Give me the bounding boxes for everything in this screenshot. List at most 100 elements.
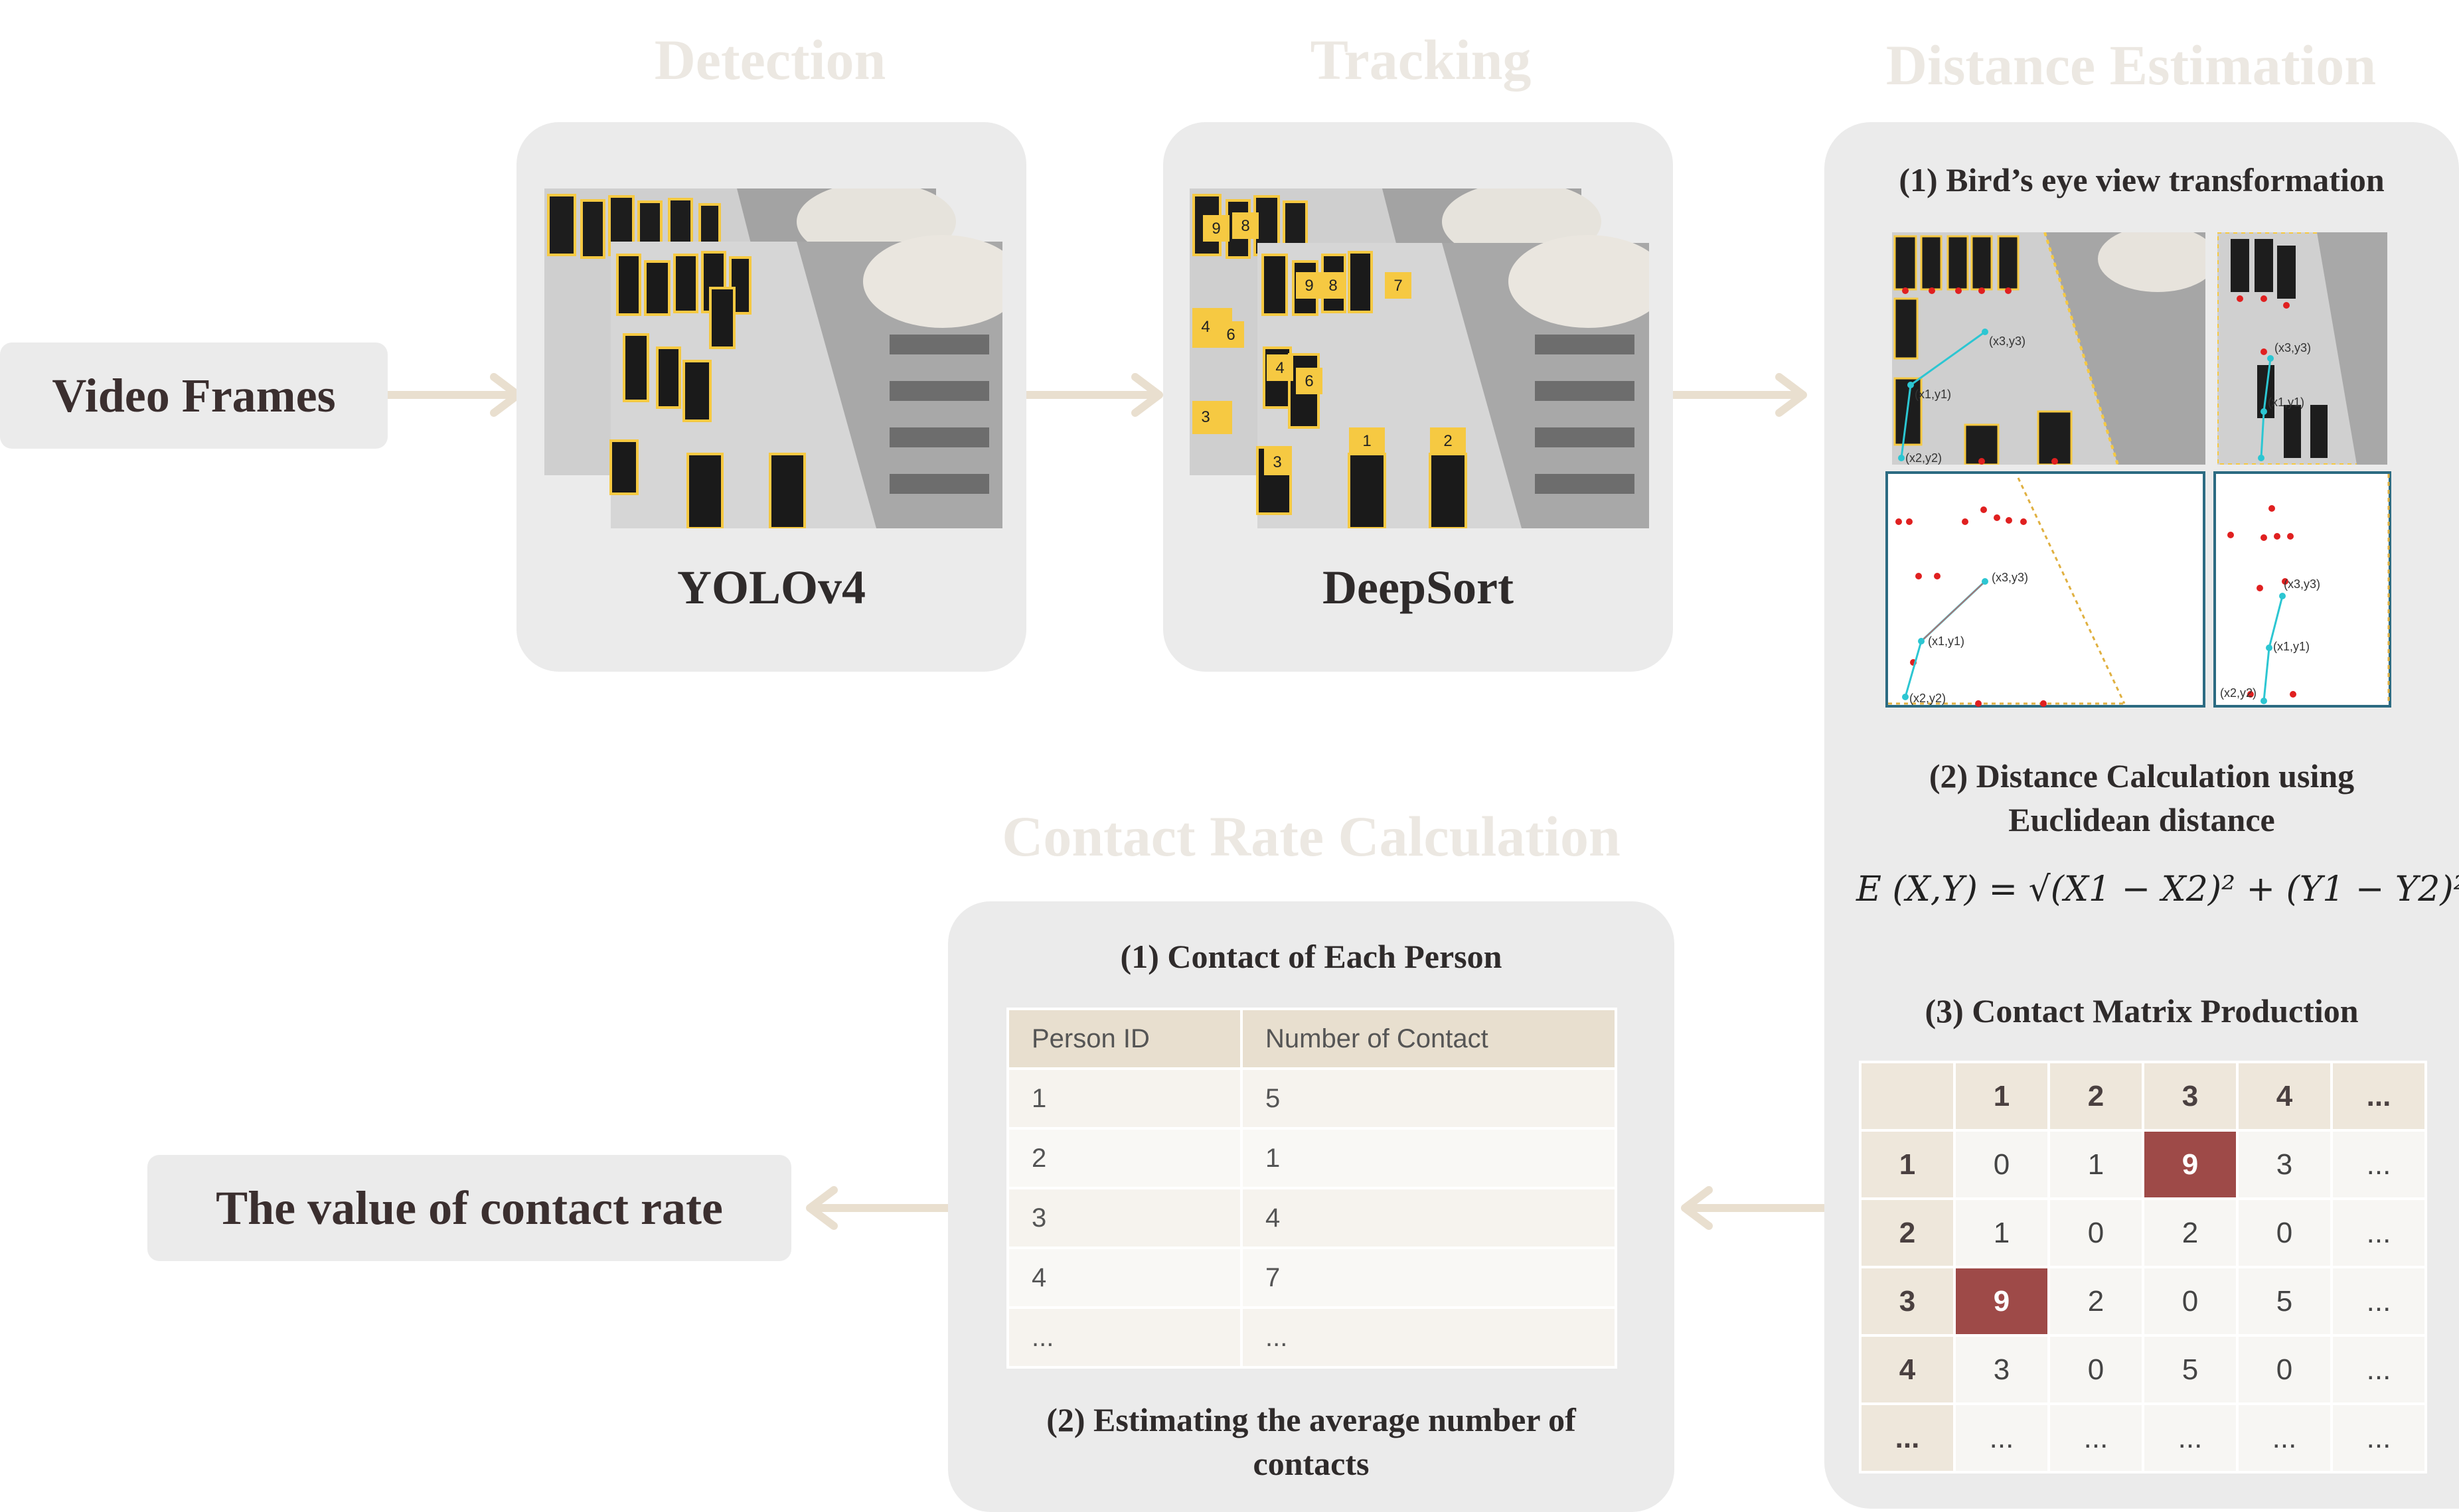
matrix-cell-highlight: 9 <box>1953 1266 2050 1337</box>
matrix-cell: 2 <box>2142 1197 2239 1268</box>
arrow-input-to-detection <box>388 373 522 417</box>
bev-perspective-image-2: (x3,y3) (x1,y1) <box>2217 232 2387 465</box>
matrix-cell: ... <box>1953 1402 2050 1474</box>
table-cell: 4 <box>1240 1187 1617 1249</box>
video-frames-box: Video Frames <box>0 342 388 449</box>
bev-topdown-plot: (x3,y3) (x1,y1) (x2,y2) <box>1885 471 2205 708</box>
bev-topdown-plot-2: (x3,y3) (x1,y1) (x2,y2) <box>2213 471 2391 708</box>
plot-label-p2: (x2,y2) <box>1909 692 1946 705</box>
plot-label-p1: (x1,y1) <box>1928 635 1964 648</box>
contact-step2-line2: contacts <box>1253 1445 1370 1482</box>
matrix-cell: ... <box>2047 1402 2144 1474</box>
matrix-row-header: 4 <box>1859 1334 1956 1405</box>
matrix-cell: 1 <box>1953 1197 2050 1268</box>
table-cell: 5 <box>1240 1067 1617 1130</box>
stage-title-detection: Detection <box>654 28 886 92</box>
table-cell: 2 <box>1006 1127 1243 1189</box>
bev-label-p3: (x3,y3) <box>1989 335 2025 348</box>
plot2-label-p3: (x3,y3) <box>2284 577 2320 591</box>
matrix-col-header: ... <box>2330 1061 2427 1132</box>
matrix-cell: ... <box>2330 1334 2427 1405</box>
matrix-row-header: ... <box>1859 1402 1956 1474</box>
matrix-row-header: 1 <box>1859 1129 1956 1200</box>
matrix-cell: 3 <box>2236 1129 2333 1200</box>
contact-rate-panel: (1) Contact of Each Person Person ID Num… <box>948 901 1674 1512</box>
bev-label-p2: (x2,y2) <box>1905 451 1942 465</box>
matrix-cell: ... <box>2330 1266 2427 1337</box>
contact-rate-output-box: The value of contact rate <box>147 1155 791 1261</box>
track-id-8b: 8 <box>1328 277 1337 295</box>
track-id-9b: 9 <box>1305 277 1313 295</box>
stage-title-distance: Distance Estimation <box>1885 33 2377 97</box>
distance-step3-label: (3) Contact Matrix Production <box>1925 992 2359 1029</box>
matrix-cell: ... <box>2330 1197 2427 1268</box>
matrix-cell: 0 <box>2047 1197 2144 1268</box>
matrix-cell: 2 <box>2047 1266 2144 1337</box>
track-id-8a: 8 <box>1241 217 1249 235</box>
contact-step2-line1: (2) Estimating the average number of <box>1046 1401 1576 1438</box>
table-cell: 4 <box>1006 1247 1243 1309</box>
video-frames-label: Video Frames <box>52 368 336 422</box>
bev-perspective-image: (x3,y3) (x1,y1) (x2,y2) <box>1892 232 2205 465</box>
euclidean-formula: E (X,Y) = √(X1 − X2)² + (Y1 − Y2)² <box>1856 869 2459 909</box>
stage-title-tracking: Tracking <box>1310 28 1532 92</box>
distance-panel: (1) Bird’s eye view transformation <box>1824 122 2459 1509</box>
detection-model-label: YOLOv4 <box>676 561 866 614</box>
matrix-cell: ... <box>2330 1129 2427 1200</box>
matrix-col-header: 1 <box>1953 1061 2050 1132</box>
matrix-row-header: 2 <box>1859 1197 1956 1268</box>
contact-matrix: 1 2 3 4 ... 1 0 1 9 3 ... 2 1 0 2 0 ... … <box>1859 1061 2427 1474</box>
track-id-4b: 4 <box>1275 359 1284 377</box>
distance-step2-line2: Euclidean distance <box>2008 801 2275 838</box>
tracking-panel: 9 8 9 8 7 4 6 4 6 3 3 1 2 DeepSort <box>1163 122 1673 672</box>
detection-frame <box>544 189 1002 528</box>
person-contact-table: Person ID Number of Contact 1 5 2 1 3 4 … <box>1006 1008 1617 1369</box>
table-cell: 1 <box>1006 1067 1243 1130</box>
track-id-4a: 4 <box>1201 318 1210 336</box>
arrow-detection-to-tracking <box>1022 373 1163 417</box>
table-cell: 3 <box>1006 1187 1243 1249</box>
matrix-row-header: 3 <box>1859 1266 1956 1337</box>
matrix-col-header: 2 <box>2047 1061 2144 1132</box>
matrix-cell: 0 <box>2236 1334 2333 1405</box>
detection-panel: YOLOv4 <box>516 122 1026 672</box>
track-id-3a: 3 <box>1201 408 1210 426</box>
table-cell: 7 <box>1240 1247 1617 1309</box>
contact-rate-output-label: The value of contact rate <box>216 1181 723 1235</box>
track-id-6a: 6 <box>1226 326 1235 344</box>
matrix-cell: ... <box>2330 1402 2427 1474</box>
matrix-cell: 0 <box>1953 1129 2050 1200</box>
contact-step1-label: (1) Contact of Each Person <box>1120 938 1502 975</box>
plot2-label-p1: (x1,y1) <box>2273 640 2310 653</box>
matrix-cell: 0 <box>2047 1334 2144 1405</box>
stage-title-contact: Contact Rate Calculation <box>1002 804 1621 868</box>
track-id-9a: 9 <box>1212 220 1220 238</box>
matrix-cell: 5 <box>2142 1334 2239 1405</box>
table-cell: 1 <box>1240 1127 1617 1189</box>
bev-label-p1: (x1,y1) <box>1915 388 1951 401</box>
plot2-label-p2: (x2,y2) <box>2220 686 2257 700</box>
matrix-cell: 1 <box>2047 1129 2144 1200</box>
distance-step1-label: (1) Bird’s eye view transformation <box>1899 161 2385 198</box>
table-cell: ... <box>1240 1306 1617 1369</box>
track-id-3b: 3 <box>1273 453 1281 471</box>
matrix-cell: 0 <box>2236 1197 2333 1268</box>
table-header-person-id: Person ID <box>1006 1008 1243 1070</box>
track-id-7: 7 <box>1393 277 1402 295</box>
matrix-cell: ... <box>2142 1402 2239 1474</box>
matrix-cell: 3 <box>1953 1334 2050 1405</box>
matrix-cell: 5 <box>2236 1266 2333 1337</box>
matrix-corner <box>1859 1061 1956 1132</box>
track-id-2: 2 <box>1443 432 1452 450</box>
table-cell: ... <box>1006 1306 1243 1369</box>
bev2-label-p1: (x1,y1) <box>2268 396 2304 409</box>
plot-label-p3: (x3,y3) <box>1992 571 2028 584</box>
arrow-tracking-to-distance <box>1666 373 1807 417</box>
matrix-cell: ... <box>2236 1402 2333 1474</box>
arrow-contact-to-output <box>806 1186 951 1230</box>
tracking-model-label: DeepSort <box>1322 561 1514 614</box>
matrix-col-header: 3 <box>2142 1061 2239 1132</box>
table-header-number-of-contact: Number of Contact <box>1240 1008 1617 1070</box>
track-id-1: 1 <box>1362 432 1371 450</box>
matrix-cell: 0 <box>2142 1266 2239 1337</box>
